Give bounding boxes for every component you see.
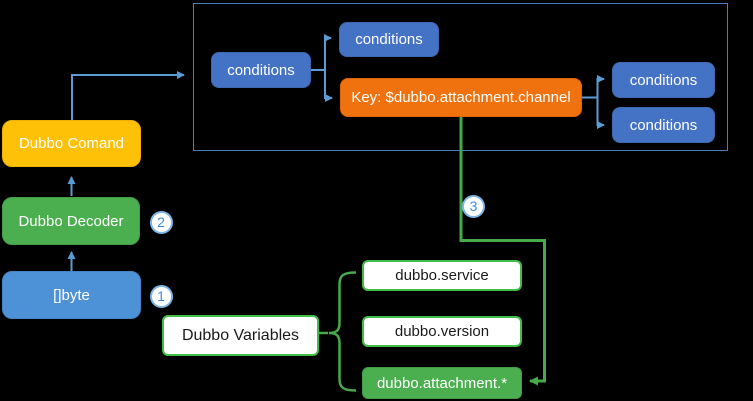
variable-dubbo-version-node: dubbo.version bbox=[362, 316, 522, 347]
condition-root-node: conditions bbox=[211, 52, 311, 88]
byte-slice-node: []byte bbox=[2, 271, 141, 319]
dubbo-command-node: Dubbo Comand bbox=[2, 120, 141, 167]
condition-right-bottom-node: conditions bbox=[612, 107, 715, 143]
variable-dubbo-attachment-node: dubbo.attachment.* bbox=[362, 367, 522, 399]
condition-right-top-node: conditions bbox=[612, 62, 715, 98]
dubbo-decoder-node: Dubbo Decoder bbox=[2, 197, 140, 245]
step-1-badge: 1 bbox=[149, 284, 173, 308]
step-3-badge: 3 bbox=[462, 194, 485, 218]
key-attachment-channel-node: Key: $dubbo.attachment.channel bbox=[340, 78, 582, 117]
step-2-badge: 2 bbox=[149, 210, 173, 234]
green-connectors bbox=[319, 117, 546, 392]
condition-top-node: conditions bbox=[339, 22, 439, 57]
blue-arrows bbox=[67, 34, 605, 271]
dubbo-variables-node: Dubbo Variables bbox=[162, 315, 319, 356]
variables-brace bbox=[328, 271, 357, 392]
variable-dubbo-service-node: dubbo.service bbox=[362, 260, 522, 291]
